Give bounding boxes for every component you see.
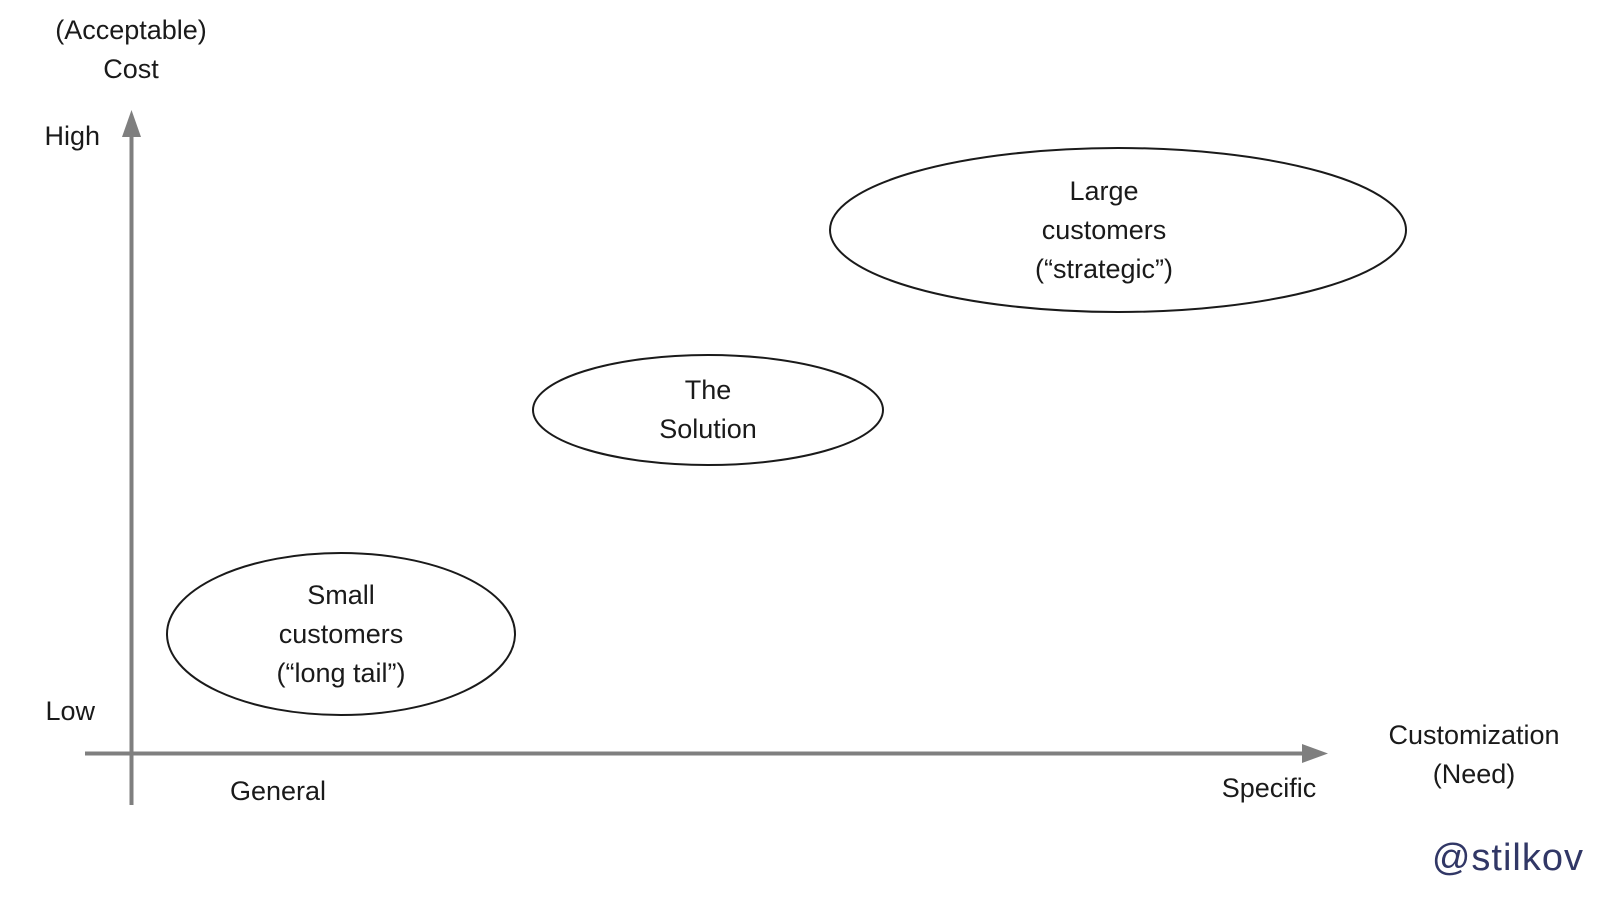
x-axis-title: Customization (Need) [1354,716,1594,794]
x-axis-title-line2: (Need) [1432,759,1516,789]
large-customers-ellipse [829,147,1407,313]
y-axis-arrowhead-icon [122,110,141,137]
x-axis-arrowhead-icon [1302,744,1328,763]
y-axis-low-label: Low [45,696,95,726]
x-axis-general-label: General [229,776,327,806]
y-axis-high-label: High [44,121,100,151]
x-axis-specific-label: Specific [1221,773,1317,803]
small-customers-ellipse [166,552,516,716]
large-customers-label-line3: (“strategic”) [1034,254,1173,284]
small-customers-label-line3: (“long tail”) [276,658,406,688]
y-axis-title-line2: Cost [103,54,159,84]
solution-label-line1: The [684,375,732,405]
large-customers-label-line1: Large [1069,176,1139,206]
y-axis-title-line1: (Acceptable) [55,15,207,45]
x-axis-title-line1: Customization [1388,720,1560,750]
y-axis-title: (Acceptable) Cost [31,11,231,89]
solution-label-line2: Solution [659,414,757,444]
watermark-handle: @stilkov [1431,837,1584,879]
large-customers-label-line2: customers [1041,215,1167,245]
small-customers-label-line2: customers [278,619,404,649]
small-customers-label: Small customers (“long tail”) [167,576,515,693]
large-customers-label: Large customers (“strategic”) [830,172,1378,289]
solution-ellipse [532,354,884,466]
small-customers-label-line1: Small [307,580,375,610]
solution-label: The Solution [533,371,883,449]
